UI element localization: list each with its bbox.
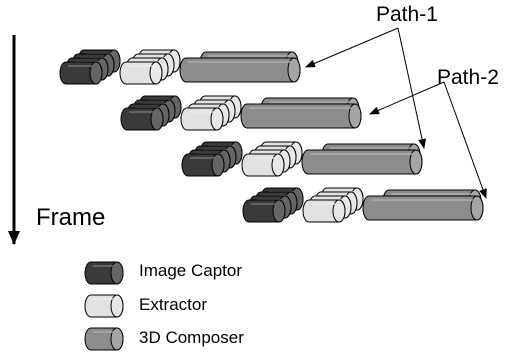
path-1-arrow-2 [397,27,427,149]
path-2-arrow-2 [443,81,487,199]
path-1-arrow-1 [305,27,399,68]
legend-swatch-3d-composer [84,327,124,351]
image-captor-cylinder-4 [181,153,225,177]
legend-cylinder [84,261,124,285]
extractor-cylinder-4 [302,199,346,223]
path-arrows [305,27,487,199]
legend-swatch-image-captor [84,261,124,285]
extractor-cylinder-4 [119,61,163,85]
legend-label-3d-composer: 3D Composer [139,328,244,347]
extractor-cylinder-4 [241,153,285,177]
path-2-label: Path-2 [437,66,499,89]
path-2-arrow-1 [369,81,445,115]
legend-cylinder [84,294,124,318]
frame-row-3 [181,141,423,177]
image-captor-cylinder-4 [120,107,164,131]
extractor-cylinder-4 [180,107,224,131]
frame-row-4 [242,187,484,223]
composer-cylinder-front [301,149,423,175]
composer-cylinder-front [179,57,301,83]
frame-row-1 [59,49,301,85]
legend-swatch-extractor [84,294,124,318]
frame-rows [59,49,484,223]
image-captor-cylinder-4 [242,199,286,223]
composer-cylinder-front [362,195,484,221]
legend-cylinder [84,327,124,351]
path-1-label: Path-1 [376,3,438,26]
legend [84,261,124,351]
frame-row-2 [120,95,362,131]
legend-label-image-captor: Image Captor [139,261,242,280]
frame-axis-label: Frame [36,204,106,231]
image-captor-cylinder-4 [59,61,103,85]
legend-label-extractor: Extractor [139,295,208,314]
composer-cylinder-front [240,103,362,129]
